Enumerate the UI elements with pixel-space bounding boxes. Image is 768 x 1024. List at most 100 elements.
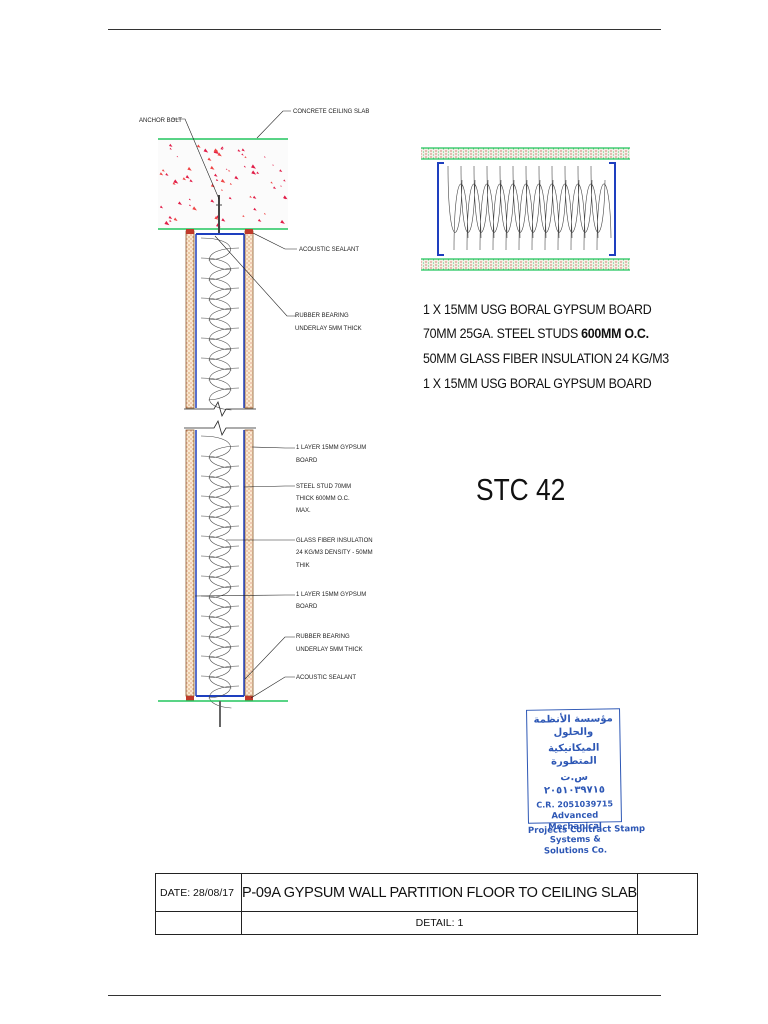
break-line <box>184 400 256 437</box>
concrete-speckle <box>185 175 190 179</box>
insulation-upper <box>200 237 240 411</box>
label-gypsum-b-2: BOARD <box>296 604 318 610</box>
concrete-speckle <box>279 169 283 173</box>
company-stamp: مؤسسة الأنظمة والحلول الميكانيكية المتطو… <box>526 708 622 857</box>
concrete-speckle <box>283 179 286 182</box>
sheet-border-bottom <box>108 995 661 996</box>
concrete-speckle <box>241 153 244 156</box>
concrete-speckle <box>169 219 172 222</box>
concrete-speckle <box>280 219 285 224</box>
concrete-speckle <box>257 218 262 222</box>
concrete-speckle <box>215 178 219 182</box>
spec-line-2: 70MM 25GA. STEEL STUDS 600MM O.C. <box>423 326 649 341</box>
label-gypsum-b-1: 1 LAYER 15MM GYPSUM <box>296 592 366 598</box>
plan-view-detail <box>421 147 630 271</box>
concrete-slab <box>158 138 288 230</box>
concrete-speckle <box>173 217 178 221</box>
label-insulation-3: THIK <box>296 563 310 569</box>
title-block: DATE: 28/08/17 P-09A GYPSUM WALL PARTITI… <box>155 873 698 935</box>
stamp-cr: C.R. 2051039715 <box>536 799 614 810</box>
concrete-speckle <box>251 164 256 169</box>
concrete-speckle <box>217 152 222 157</box>
concrete-speckle <box>221 189 224 191</box>
stc-rating: STC 42 <box>476 472 566 507</box>
concrete-speckle <box>241 148 245 152</box>
concrete-speckle <box>244 156 247 159</box>
concrete-speckle <box>214 216 219 220</box>
spec-line-4: 1 X 15MM USG BORAL GYPSUM BOARD <box>423 376 652 391</box>
title-blank-cell <box>636 873 698 935</box>
label-rubber-bearing-bottom-2: UNDERLAY 5MM THICK <box>296 647 363 653</box>
label-steel-stud-2: THICK 600MM O.C. <box>296 496 350 502</box>
stamp-caption: Projects Contract Stamp <box>527 823 646 837</box>
concrete-speckle <box>159 172 164 176</box>
concrete-speckle <box>225 168 228 170</box>
label-insulation-2: 24 KG/M3 DENSITY - 50MM <box>296 550 373 556</box>
concrete-speckle <box>229 182 232 185</box>
concrete-speckle <box>192 206 197 211</box>
label-rubber-bearing-top-2: UNDERLAY 5MM THICK <box>295 326 362 332</box>
concrete-speckle <box>256 171 260 175</box>
stamp-arabic-2: الميكانيكية المتطورة <box>547 742 600 768</box>
concrete-speckles <box>159 143 288 228</box>
concrete-speckle <box>173 179 179 184</box>
concrete-speckle <box>283 197 287 200</box>
concrete-speckle <box>228 196 232 200</box>
title-detail: DETAIL: 1 <box>241 911 638 935</box>
concrete-speckle <box>172 182 176 185</box>
concrete-speckle <box>252 195 257 199</box>
concrete-speckle <box>234 175 239 180</box>
concrete-speckle <box>272 164 274 166</box>
label-insulation-1: GLASS FIBER INSULATION <box>296 538 373 544</box>
concrete-speckle <box>283 195 288 200</box>
concrete-speckle <box>203 148 209 153</box>
concrete-speckle <box>243 165 247 168</box>
leader-lines <box>172 110 297 699</box>
concrete-speckle <box>189 179 193 183</box>
concrete-speckle <box>220 147 224 150</box>
spec-line-2a: 70MM 25GA. STEEL STUDS <box>423 326 582 341</box>
concrete-speckle <box>169 147 172 150</box>
spec-line-2b: 600MM O.C. <box>581 326 649 341</box>
concrete-speckle <box>210 165 215 170</box>
concrete-speckle <box>161 169 165 172</box>
concrete-speckle <box>188 198 191 201</box>
label-steel-stud-3: MAX. <box>296 508 311 514</box>
concrete-speckle <box>176 155 179 158</box>
concrete-speckle <box>168 143 173 147</box>
insulation-loops <box>200 435 240 709</box>
concrete-speckle <box>164 220 170 226</box>
concrete-speckle <box>189 204 192 207</box>
label-acoustic-sealant-bottom: ACOUSTIC SEALANT <box>296 675 356 681</box>
concrete-speckle <box>182 177 187 181</box>
concrete-speckle <box>221 218 226 222</box>
concrete-speckle <box>159 205 164 209</box>
wall-section-upper <box>185 229 254 411</box>
concrete-speckle <box>237 149 241 152</box>
concrete-speckle <box>273 186 277 190</box>
title-name: P-09A GYPSUM WALL PARTITION FLOOR TO CEI… <box>241 873 638 912</box>
concrete-speckle <box>214 173 218 177</box>
concrete-speckle <box>177 201 182 205</box>
concrete-speckle <box>220 178 226 183</box>
label-acoustic-sealant-top: ACOUSTIC SEALANT <box>299 247 359 253</box>
concrete-speckle <box>253 207 257 211</box>
concrete-speckle <box>249 195 252 198</box>
concrete-speckle <box>264 156 266 158</box>
label-concrete-slab: CONCRETE CEILING SLAB <box>293 109 369 115</box>
concrete-speckle <box>168 215 173 220</box>
concrete-speckle <box>196 144 201 148</box>
concrete-speckle <box>242 215 245 218</box>
insulation-loops <box>200 237 240 411</box>
plan-insulation-loops <box>447 165 612 251</box>
label-gypsum-a-2: BOARD <box>296 458 318 464</box>
label-rubber-bearing-bottom-1: RUBBER BEARING <box>296 634 350 640</box>
title-empty-cell <box>155 911 242 935</box>
anchor-bolt <box>216 195 222 234</box>
stamp-en-2: Systems & Solutions Co. <box>543 834 608 857</box>
concrete-speckle <box>280 185 282 187</box>
stamp-arabic-1: مؤسسة الأنظمة والحلول <box>533 713 613 739</box>
concrete-speckle <box>213 148 219 153</box>
stamp-arabic-3: س.ت ٢٠٥١٠٣٩٧١٥ <box>543 771 606 797</box>
